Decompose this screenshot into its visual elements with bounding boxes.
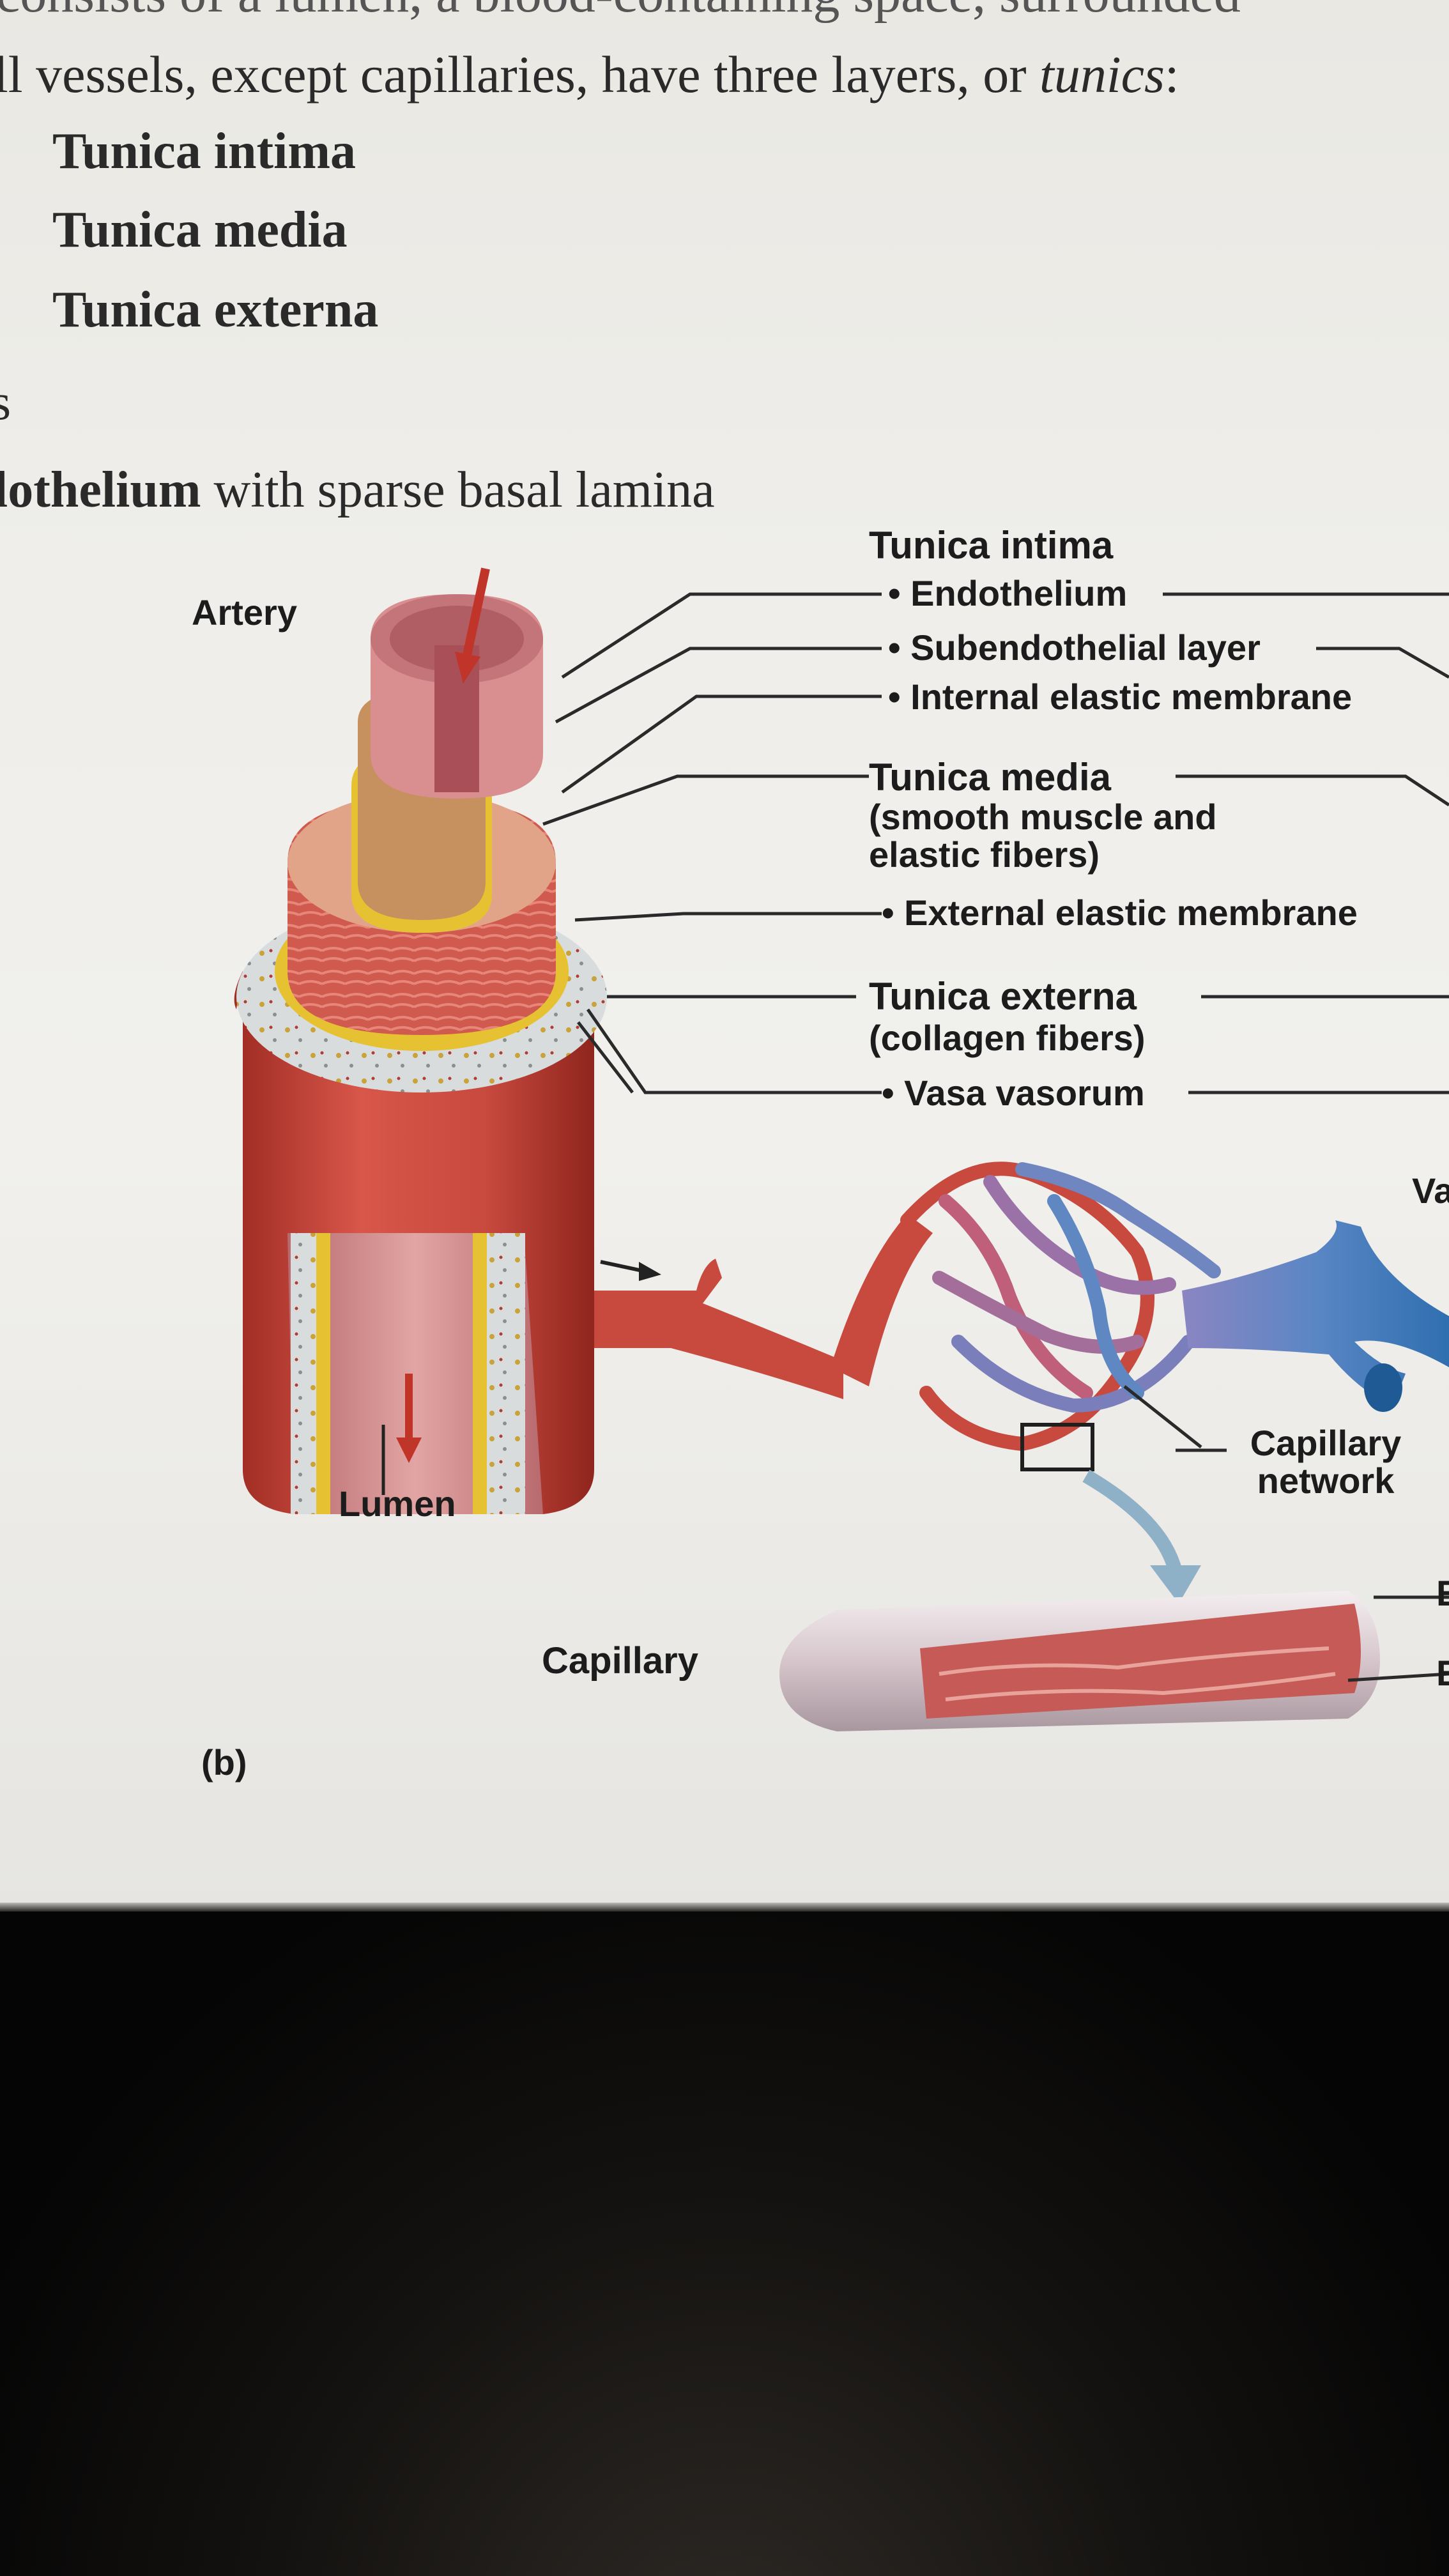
tunica-externa-sub: (collagen fibers) <box>869 1018 1146 1058</box>
intro-text: ll vessels, except capillaries, have thr… <box>0 45 1040 103</box>
capillary-label: Capillary <box>542 1640 698 1682</box>
tunic-item-intima: Tunica intima <box>52 123 356 180</box>
tunic-item-externa: Tunica externa <box>52 282 379 338</box>
endothelium-bold: lothelium <box>0 462 201 518</box>
intro-sentence: ll vessels, except capillaries, have thr… <box>0 45 1179 105</box>
capillary-network-label: Capillary network <box>1250 1423 1402 1501</box>
cut-off-e1: E <box>1436 1573 1449 1613</box>
intro-end: : <box>1164 45 1179 103</box>
screen-edge <box>0 1903 1449 1912</box>
lumen-label: Lumen <box>339 1483 456 1524</box>
screen: consists of a lumen, a blood-containing … <box>0 0 1449 1910</box>
endothelium-rest: with sparse basal lamina <box>201 462 715 518</box>
endothelium-line: lothelium with sparse basal lamina <box>0 461 715 519</box>
tunica-media-label: Tunica media <box>869 756 1111 799</box>
intro-italic: tunics <box>1039 45 1165 103</box>
branch-artery <box>594 1259 843 1399</box>
endothelium-label: • Endothelium <box>888 573 1128 613</box>
capillary-network <box>900 1162 1221 1452</box>
vasa-vasorum-label: • Vasa vasorum <box>882 1073 1145 1113</box>
external-elastic-label: • External elastic membrane <box>882 893 1358 933</box>
tunica-media-sub: (smooth muscle and elastic fibers) <box>869 797 1217 875</box>
vein <box>1182 1220 1449 1406</box>
monitor-bezel <box>0 1912 1449 2576</box>
internal-elastic-label: • Internal elastic membrane <box>888 677 1353 717</box>
blood-vessel-diagram <box>234 567 1449 1731</box>
leader-lines <box>542 592 1449 1682</box>
artery-label: Artery <box>192 592 297 632</box>
tunica-intima-label: Tunica intima <box>869 524 1114 567</box>
cut-off-text-line: consists of a lumen, a blood-containing … <box>0 0 1241 25</box>
tunic-item-media: Tunica media <box>52 202 348 258</box>
capillary-zoom-box <box>1020 1423 1094 1471</box>
subendothelial-label: • Subendothelial layer <box>888 627 1261 668</box>
cut-off-e2: E <box>1436 1653 1449 1693</box>
panel-label: (b) <box>201 1742 247 1782</box>
cut-off-fragment: s <box>0 374 12 431</box>
tunica-externa-label: Tunica externa <box>869 975 1137 1018</box>
cut-off-vein-label: Va <box>1412 1170 1449 1211</box>
